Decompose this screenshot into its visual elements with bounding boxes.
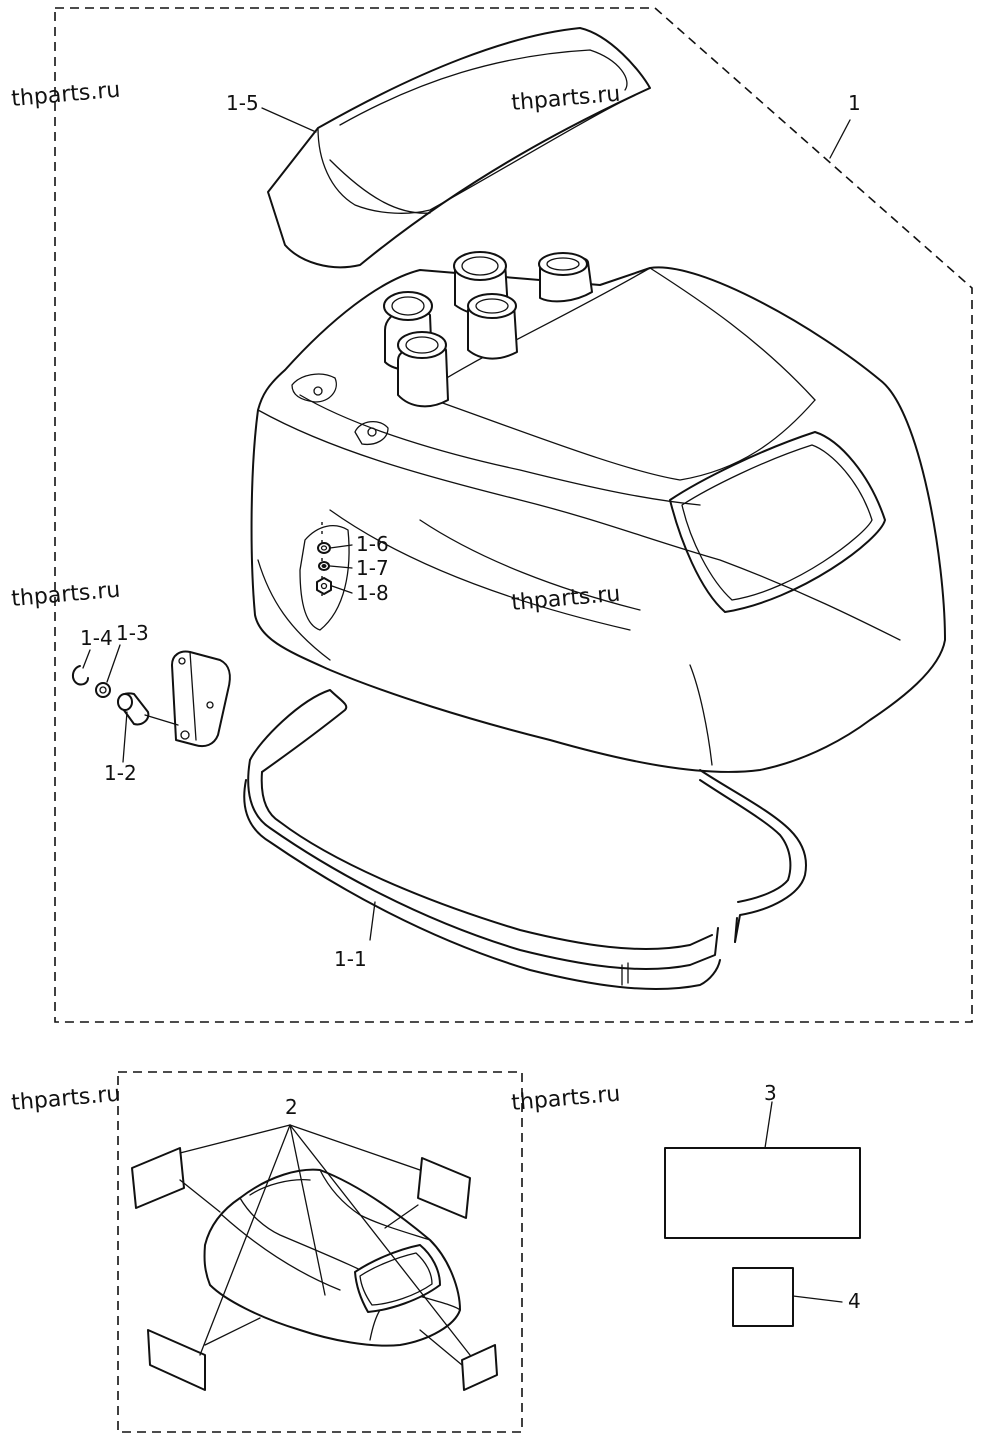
- watermark: thparts.ru: [10, 578, 121, 612]
- part-3-label: [664, 1147, 861, 1239]
- part-4-label: [732, 1267, 794, 1327]
- callout-1-5: 1-5: [226, 91, 259, 115]
- part-1-1-seal: [243, 689, 808, 991]
- callout-1: 1: [848, 91, 861, 115]
- callout-1-7: 1-7: [356, 556, 389, 580]
- callout-2: 2: [285, 1095, 298, 1119]
- callout-1-2: 1-2: [104, 761, 137, 785]
- watermark: thparts.ru: [510, 582, 621, 616]
- leader-lines-2: [179, 1124, 471, 1366]
- leader-lines-1: [82, 107, 851, 941]
- callout-1-6: 1-6: [356, 532, 389, 556]
- part-1-5-cap: [267, 27, 651, 269]
- watermark: thparts.ru: [10, 1082, 121, 1116]
- bracket-assembly: [72, 650, 231, 748]
- callout-1-8: 1-8: [356, 581, 389, 605]
- part-2-decals: [131, 1147, 498, 1391]
- callout-1-3: 1-3: [116, 621, 149, 645]
- watermark: thparts.ru: [510, 1082, 621, 1116]
- part-1-1-cowling: [250, 251, 946, 773]
- callout-3: 3: [764, 1081, 777, 1105]
- watermark: thparts.ru: [10, 78, 121, 112]
- callout-1-1: 1-1: [334, 947, 367, 971]
- callout-4: 4: [848, 1289, 861, 1313]
- callout-1-4: 1-4: [80, 626, 113, 650]
- assembly-1-boundary: [54, 7, 973, 1023]
- assembly-2-boundary: [117, 1071, 523, 1433]
- parts-1-6-1-8: [316, 522, 332, 596]
